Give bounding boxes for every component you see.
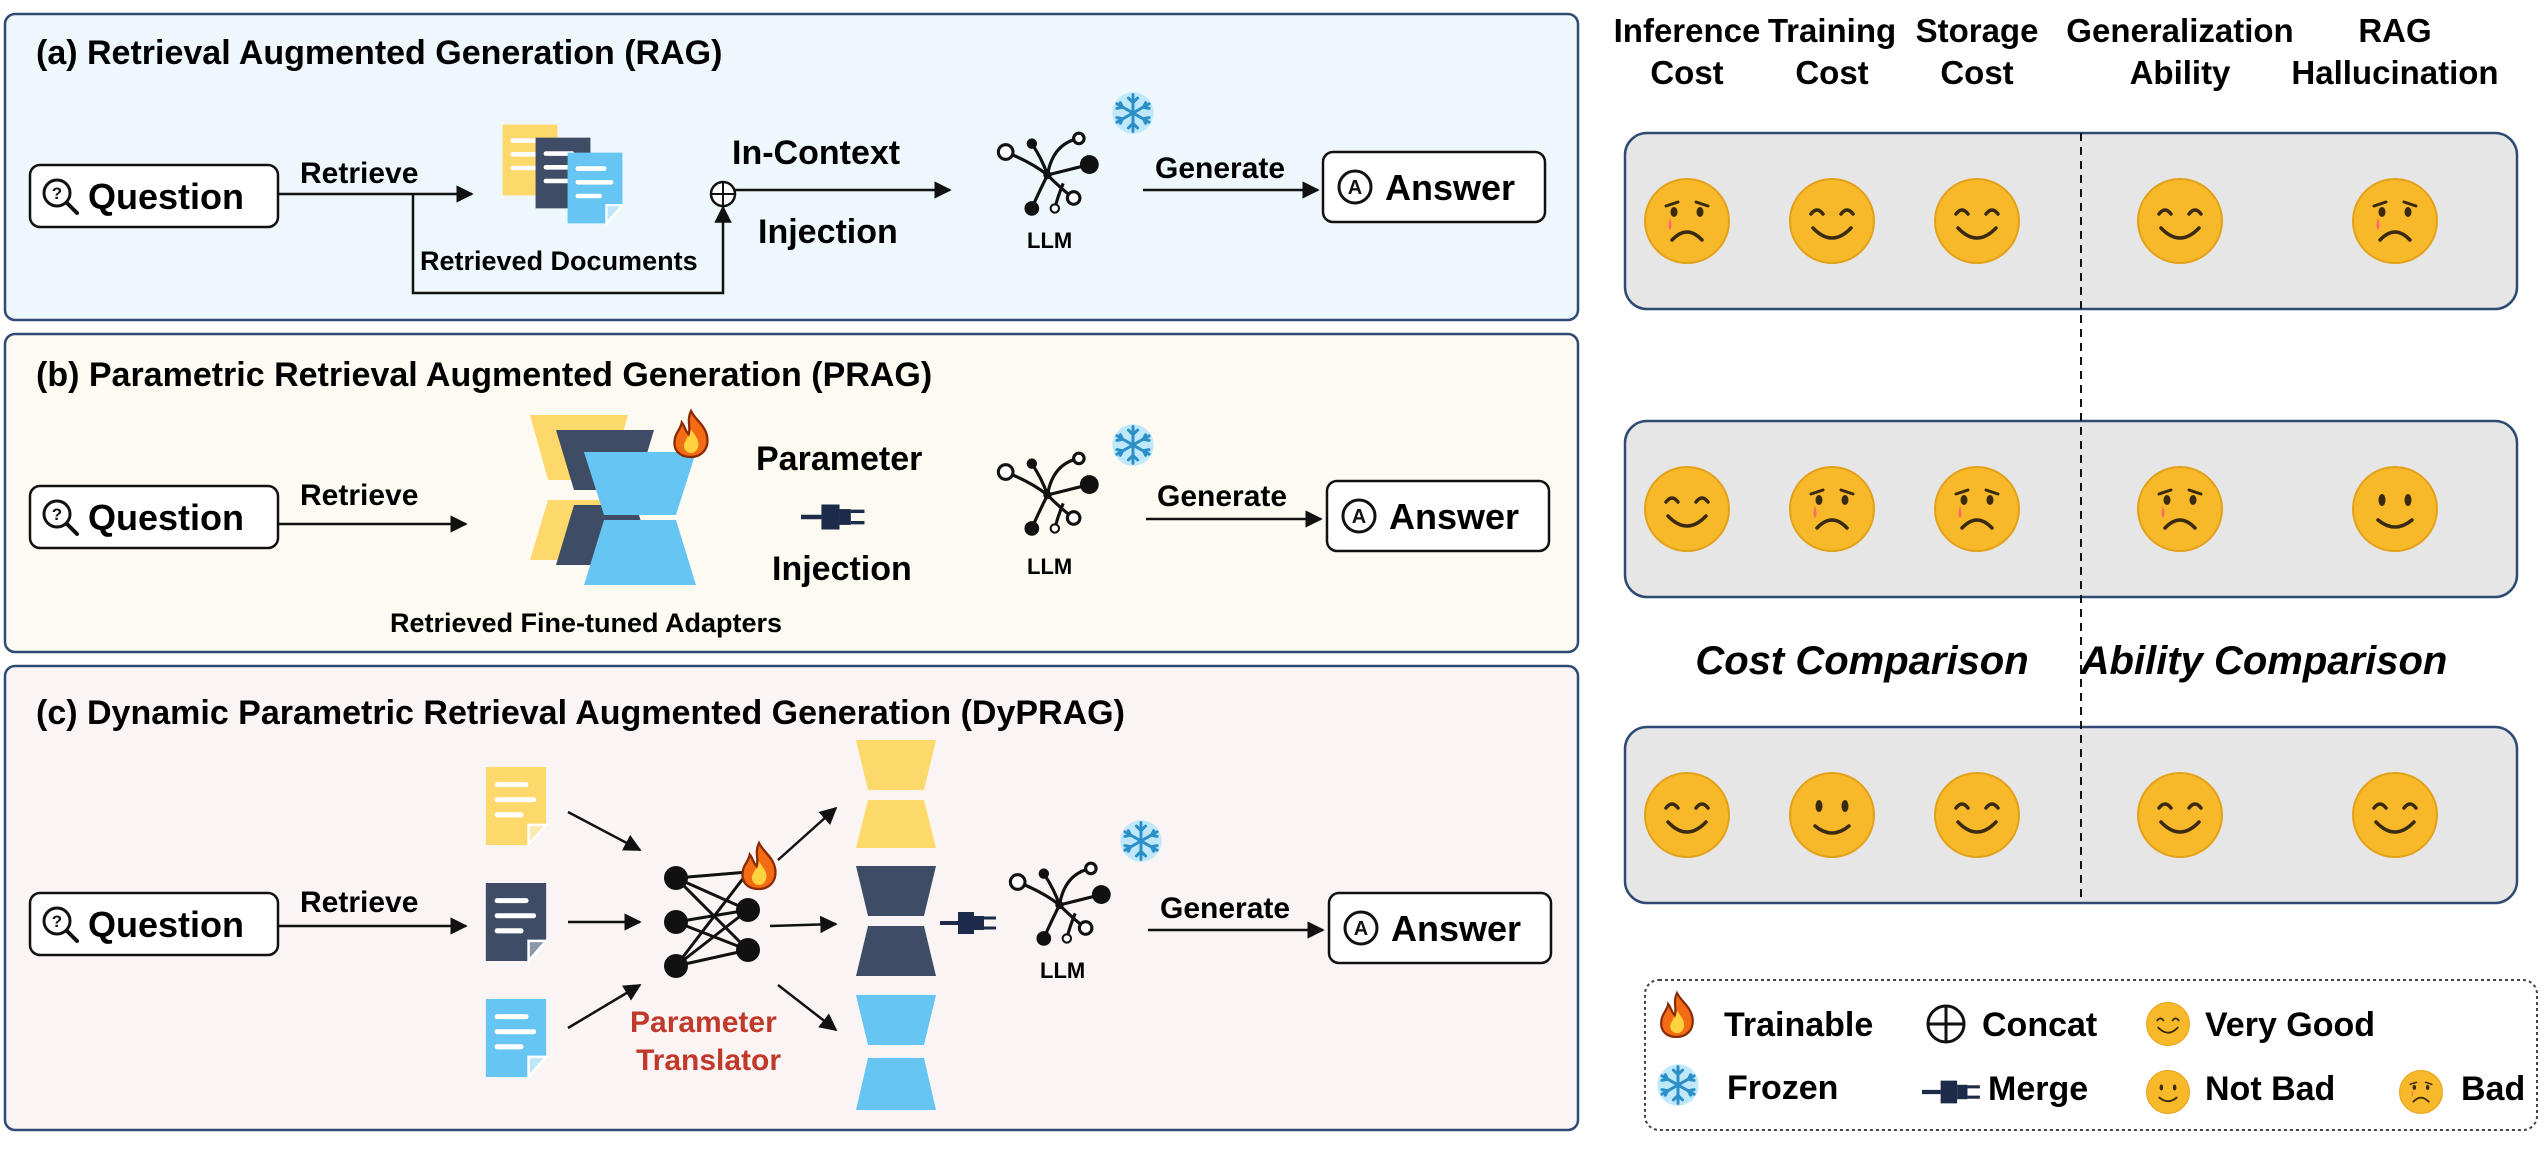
not-bad-smiley-icon [2351, 465, 2439, 553]
comparison-row-prag [1623, 419, 2519, 599]
prag-adapters-label: Retrieved Fine-tuned Adapters [390, 608, 782, 638]
bad-smiley-icon [1643, 177, 1731, 265]
column-header-line1: Storage [1916, 12, 2039, 49]
rag-llm-label: LLM [1027, 228, 1072, 253]
rag-question-label: Question [88, 176, 244, 217]
retrieved-adapters-icon [530, 415, 696, 585]
dyprag-retrieve-label: Retrieve [300, 886, 418, 919]
prag-answer-box: Answer [1325, 479, 1551, 553]
bad-smiley-icon [1933, 465, 2021, 553]
very-good-smiley-icon [1933, 771, 2021, 859]
not-bad-smiley-icon [2145, 1069, 2191, 1115]
dyprag-generate-label: Generate [1160, 892, 1290, 925]
frozen-snowflake-icon [1118, 818, 1164, 864]
rag-in-context-label: In-Context [732, 134, 900, 172]
document-icon [486, 767, 546, 845]
legend-frozen: Frozen [1727, 1069, 1838, 1107]
column-header-line1: RAG [2358, 12, 2431, 49]
bad-smiley-icon [2351, 177, 2439, 265]
legend: Trainable Frozen Concat Merge Very Good … [1644, 979, 2538, 1131]
bad-smiley-icon [2136, 465, 2224, 553]
rag-retrieved-docs-label: Retrieved Documents [420, 246, 698, 276]
prag-question-box: Question [28, 484, 280, 550]
rag-question-box: Question [28, 163, 280, 229]
very-good-smiley-icon [2145, 1001, 2191, 1047]
comparison-row-dyprag [1623, 725, 2519, 905]
legend-very-good: Very Good [2205, 1006, 2375, 1044]
panel-dyprag: (c) Dynamic Parametric Retrieval Augment… [3, 664, 1580, 1132]
panel-prag: (b) Parametric Retrieval Augmented Gener… [3, 332, 1580, 654]
rag-injection-label: Injection [758, 213, 898, 251]
prag-injection-label: Injection [772, 550, 912, 588]
rag-generate-label: Generate [1155, 152, 1285, 185]
generated-adapters-icon [856, 740, 936, 1110]
column-header-line2: Cost [1650, 54, 1723, 91]
very-good-smiley-icon [2136, 177, 2224, 265]
panel-rag-title: (a) Retrieval Augmented Generation (RAG) [36, 34, 722, 72]
rag-answer-box: Answer [1321, 150, 1547, 224]
not-bad-smiley-icon [1788, 771, 1876, 859]
legend-trainable: Trainable [1724, 1006, 1873, 1044]
very-good-smiley-icon [2136, 771, 2224, 859]
panel-dyprag-title: (c) Dynamic Parametric Retrieval Augment… [36, 694, 1125, 732]
frozen-snowflake-icon [1655, 1062, 1701, 1108]
parameter-translator-network-icon [664, 866, 760, 978]
legend-merge: Merge [1988, 1070, 2088, 1108]
very-good-smiley-icon [1643, 465, 1731, 553]
legend-concat: Concat [1982, 1006, 2097, 1044]
document-icon [486, 883, 546, 961]
concat-icon [1926, 1004, 1966, 1044]
translator-label-line1: Parameter [630, 1006, 777, 1039]
panel-rag: (a) Retrieval Augmented Generation (RAG)… [3, 12, 1580, 322]
column-header-line1: Generalization [2066, 12, 2293, 49]
frozen-snowflake-icon [1110, 422, 1156, 468]
very-good-smiley-icon [1643, 771, 1731, 859]
very-good-smiley-icon [1788, 177, 1876, 265]
prag-answer-label: Answer [1389, 496, 1519, 537]
column-header-line1: Inference [1614, 12, 1761, 49]
column-header-line2: Cost [1940, 54, 2013, 91]
concat-icon [709, 180, 737, 208]
bad-smiley-icon [1788, 465, 1876, 553]
very-good-smiley-icon [2351, 771, 2439, 859]
rag-answer-label: Answer [1385, 167, 1515, 208]
bad-smiley-icon [2398, 1069, 2444, 1115]
prag-generate-label: Generate [1157, 480, 1287, 513]
very-good-smiley-icon [1933, 177, 2021, 265]
document-icon [486, 999, 546, 1077]
comparison-row-rag [1623, 131, 2519, 311]
rag-retrieve-label: Retrieve [300, 157, 418, 190]
translator-label-line2: Translator [636, 1044, 781, 1077]
prag-parameter-label: Parameter [756, 440, 922, 478]
dyprag-question-box: Question [28, 891, 280, 957]
dyprag-llm-label: LLM [1040, 958, 1085, 983]
column-header-line2: Ability [2130, 54, 2231, 91]
dyprag-answer-box: Answer [1327, 891, 1553, 965]
cost-comparison-label: Cost Comparison [1695, 639, 2028, 683]
prag-question-label: Question [88, 497, 244, 538]
panel-prag-title: (b) Parametric Retrieval Augmented Gener… [36, 356, 932, 394]
prag-llm-label: LLM [1027, 554, 1072, 579]
column-header-line1: Training [1768, 12, 1896, 49]
legend-bad: Bad [2461, 1070, 2525, 1108]
ability-comparison-label: Ability Comparison [2080, 639, 2448, 683]
dyprag-question-label: Question [88, 904, 244, 945]
prag-retrieve-label: Retrieve [300, 479, 418, 512]
frozen-snowflake-icon [1110, 90, 1156, 136]
legend-not-bad: Not Bad [2205, 1070, 2335, 1108]
column-header-line2: Cost [1795, 54, 1868, 91]
column-header-line2: Hallucination [2291, 54, 2498, 91]
dyprag-answer-label: Answer [1391, 908, 1521, 949]
